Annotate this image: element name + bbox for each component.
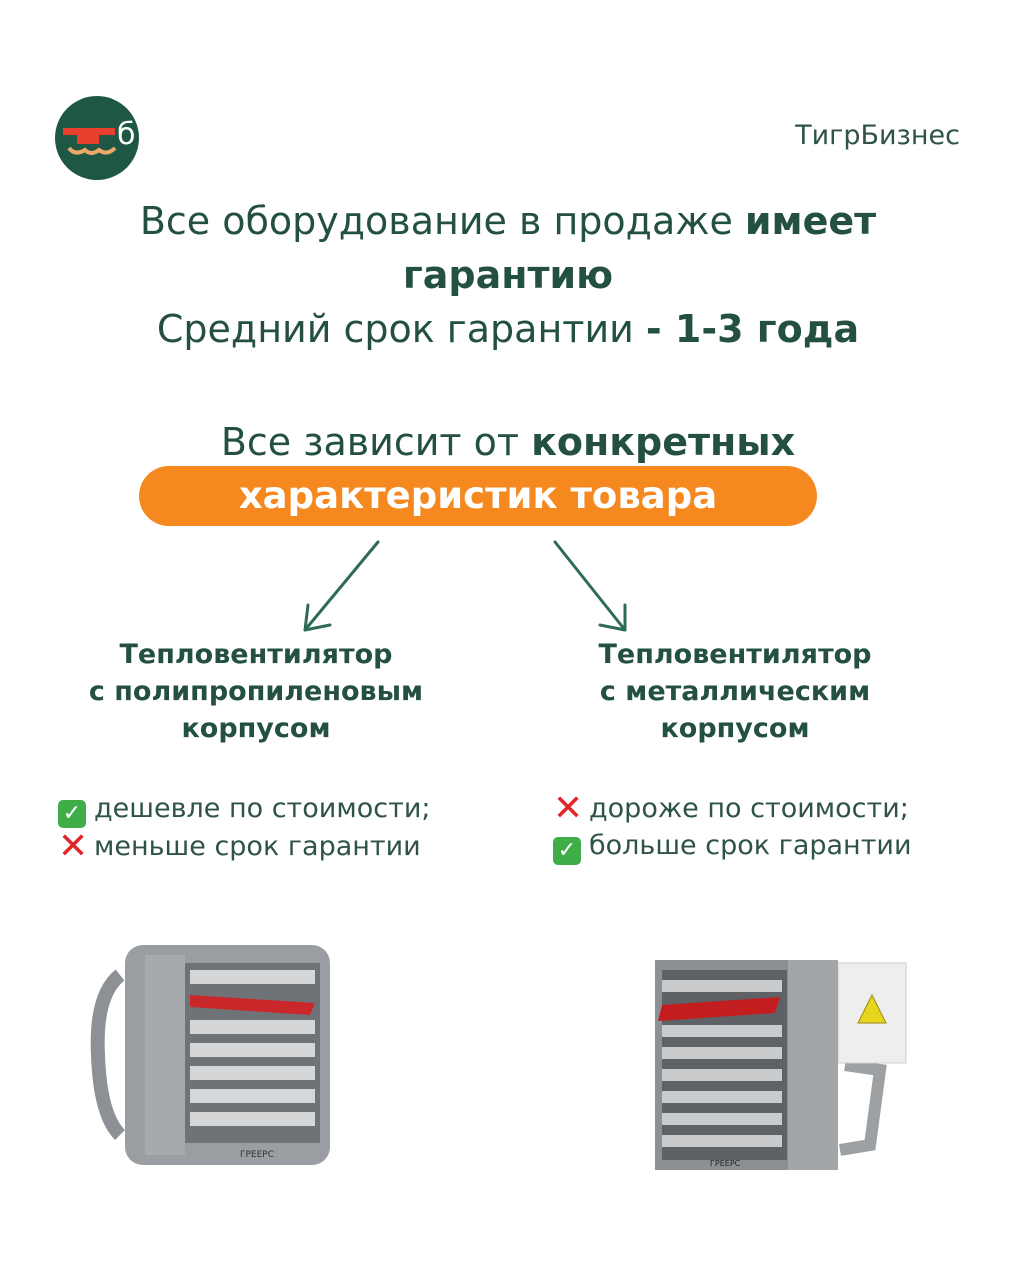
arrow-right-icon <box>553 540 627 632</box>
logo: б <box>55 96 139 180</box>
arrow-left-icon <box>303 540 380 632</box>
arrows <box>303 540 627 632</box>
right-features: ✕дороже по стоимости; ✓больше срок гаран… <box>553 790 912 865</box>
headline: Все оборудование в продаже имеет гаранти… <box>139 199 877 351</box>
brand-name: ТигрБизнес <box>795 120 960 151</box>
list-item: ✕меньше срок гарантии <box>58 826 421 867</box>
highlight-pill: характеристик товара <box>139 466 817 526</box>
list-item: ✕дороже по стоимости; <box>553 788 909 829</box>
svg-text:ГРЕЕРС: ГРЕЕРС <box>240 1150 274 1160</box>
subheadline: Все зависит от конкретных <box>220 420 796 464</box>
cross-icon: ✕ <box>553 788 584 829</box>
svg-text:ГРЕЕРС: ГРЕЕРС <box>710 1159 741 1168</box>
metal-heater-image: ГРЕЕРС <box>655 960 907 1170</box>
cross-icon: ✕ <box>58 826 89 867</box>
check-icon: ✓ <box>553 837 581 865</box>
svg-text:б: б <box>117 117 136 152</box>
list-item: ✓дешевле по стоимости; <box>58 790 430 828</box>
left-features: ✓дешевле по стоимости; ✕меньше срок гара… <box>58 790 430 865</box>
check-icon: ✓ <box>58 800 86 828</box>
list-item: ✓больше срок гарантии <box>553 827 912 865</box>
plastic-heater-image: ГРЕЕРС <box>90 945 330 1165</box>
